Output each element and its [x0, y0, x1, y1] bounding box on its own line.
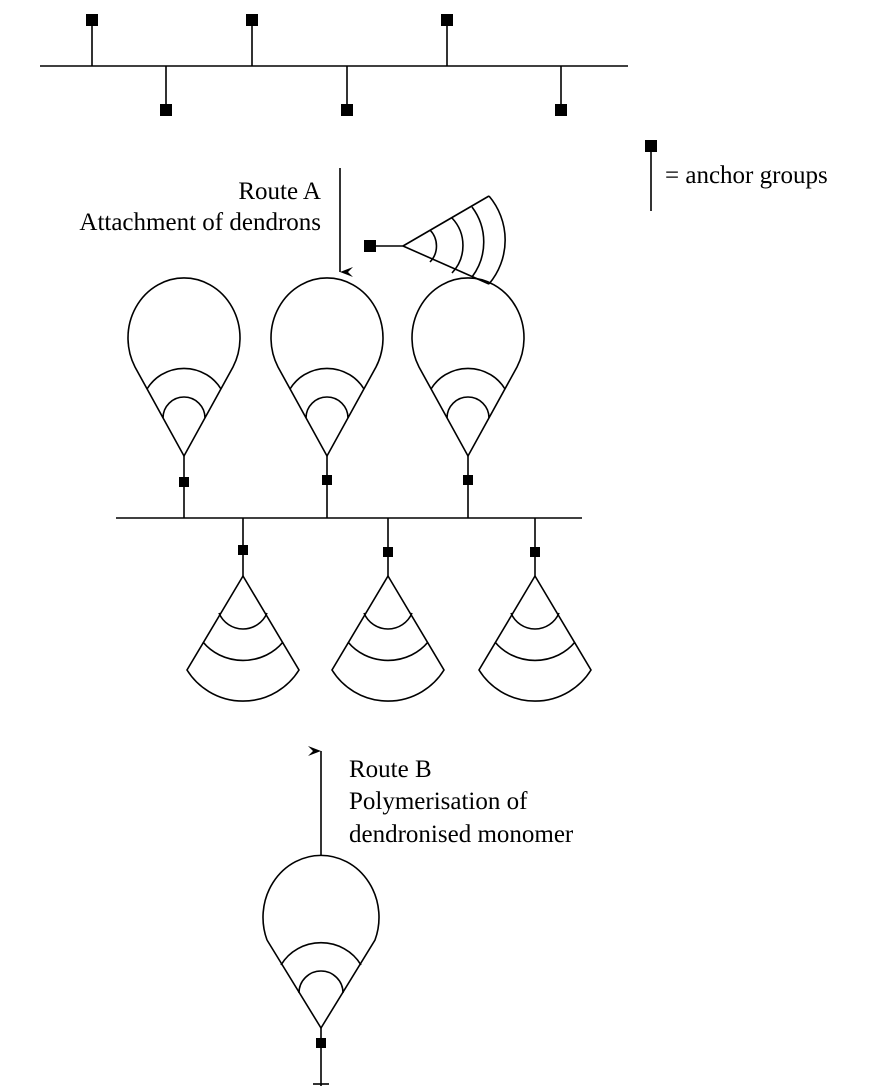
anchor-group: [246, 14, 258, 66]
legend-anchor-icon: [645, 140, 657, 152]
route-a-title: Route A: [238, 178, 321, 205]
backbone-with-anchor-groups: [40, 14, 628, 116]
dendron-up: [411, 277, 525, 518]
dendron-up: [127, 277, 241, 518]
route-a: Route A Attachment of dendrons: [79, 168, 506, 285]
dendron-down: [331, 518, 445, 702]
dendronised-monomer: [262, 854, 380, 1086]
anchor-group: [86, 14, 98, 66]
dendronised-polymer: [116, 277, 592, 702]
route-b-line-1: Polymerisation of: [349, 788, 528, 815]
route-b-line-2: dendronised monomer: [349, 821, 574, 848]
legend-label: = anchor groups: [665, 162, 828, 189]
route-b: Route B Polymerisation of dendronised mo…: [308, 746, 574, 855]
free-dendron: [364, 195, 506, 285]
anchor-group: [441, 14, 453, 66]
dendron-down: [478, 518, 592, 702]
legend: = anchor groups: [645, 140, 828, 211]
anchor-group: [160, 66, 172, 116]
dendron-up: [270, 277, 384, 518]
route-a-description: Attachment of dendrons: [79, 209, 321, 236]
anchor-group: [555, 66, 567, 116]
anchor-group: [341, 66, 353, 116]
dendron-down: [186, 518, 300, 702]
route-b-title: Route B: [349, 756, 432, 783]
